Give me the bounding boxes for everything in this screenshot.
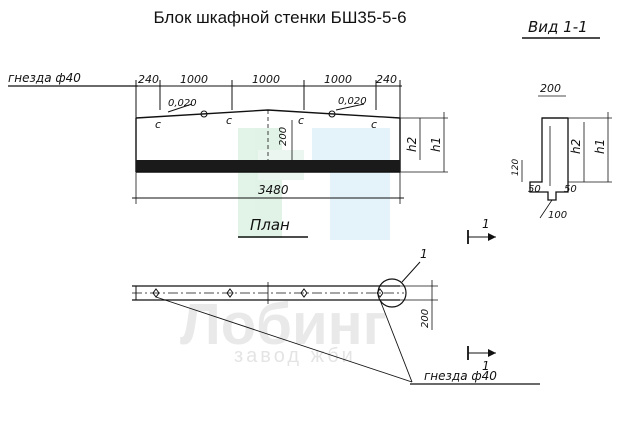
- view-label: Вид 1-1: [528, 18, 588, 36]
- section-marker-top-number: 1: [482, 217, 490, 231]
- slope-label-left: 0,020: [168, 98, 197, 109]
- top-dim-240-right: 240: [376, 73, 397, 86]
- watermark-main: Лобинг: [180, 292, 387, 357]
- section-view: 200 h2 h1 120 50 50 100: [511, 82, 612, 221]
- lift-mark-3: с: [298, 114, 304, 127]
- slope-label-right: 0,020: [338, 96, 367, 107]
- plan-view: 1 200 гнезда ф40: [132, 247, 540, 385]
- inner-dim-label: 200: [278, 127, 289, 146]
- plan-callout-circle: [377, 278, 407, 308]
- plan-socket-label: гнезда ф40: [424, 369, 497, 383]
- block-base-band: [136, 160, 400, 172]
- slope-arrow-right: [335, 103, 365, 111]
- slope-arrow-left: [167, 103, 193, 113]
- section-dim-50-left: 50: [528, 184, 541, 195]
- plan-socket-4: [376, 288, 384, 298]
- front-h2-label: h2: [405, 137, 419, 152]
- socket-leader-1: [155, 296, 413, 383]
- plan-width-label: 200: [420, 309, 431, 328]
- section-marker-bottom: 1: [467, 346, 496, 373]
- callout-leader: [401, 261, 421, 283]
- top-dim-1000-b: 1000: [252, 73, 280, 86]
- section-marker-top: 1: [467, 217, 496, 244]
- total-length-label: 3480: [258, 183, 289, 197]
- top-dim-240-left: 240: [138, 73, 159, 86]
- top-dim-1000-c: 1000: [324, 73, 352, 86]
- lift-mark-1: с: [155, 118, 161, 131]
- section-h2-label: h2: [569, 139, 583, 154]
- section-marker-bottom-number: 1: [482, 359, 490, 373]
- front-h1-label: h1: [429, 137, 443, 152]
- lift-mark-2: с: [226, 114, 232, 127]
- watermark: Лобинг завод жби: [180, 128, 390, 367]
- drawing-title: Блок шкафной стенки БШ35-5-6: [153, 8, 407, 27]
- section-dim-50-right: 50: [564, 184, 577, 195]
- lift-mark-4: с: [371, 118, 377, 131]
- section-dim-120: 120: [511, 159, 521, 176]
- plan-socket-3: [300, 288, 308, 298]
- section-profile: [529, 117, 569, 201]
- watermark-logo-green: [238, 128, 282, 238]
- section-h1-label: h1: [593, 139, 607, 154]
- watermark-sub: завод жби: [234, 345, 356, 367]
- front-view: гнезда ф40 240 1000 1000 1000 240 0,020 …: [8, 71, 448, 204]
- front-socket-label: гнезда ф40: [8, 71, 81, 85]
- section-dim-100-leader: [539, 199, 553, 219]
- watermark-logo-blue: [330, 164, 390, 240]
- callout-number: 1: [420, 247, 428, 261]
- section-marker-top-head: [488, 233, 496, 241]
- section-top-dim: 200: [540, 82, 561, 95]
- section-marker-bottom-head: [488, 349, 496, 357]
- top-dim-1000-a: 1000: [180, 73, 208, 86]
- plan-socket-2: [226, 288, 234, 298]
- front-socket-hole-left: [200, 110, 208, 118]
- front-socket-hole-right: [328, 110, 336, 118]
- socket-leader-2: [379, 299, 413, 383]
- plan-label: План: [250, 216, 290, 234]
- section-dim-100: 100: [548, 210, 567, 221]
- watermark-logo-blue-top: [312, 128, 390, 164]
